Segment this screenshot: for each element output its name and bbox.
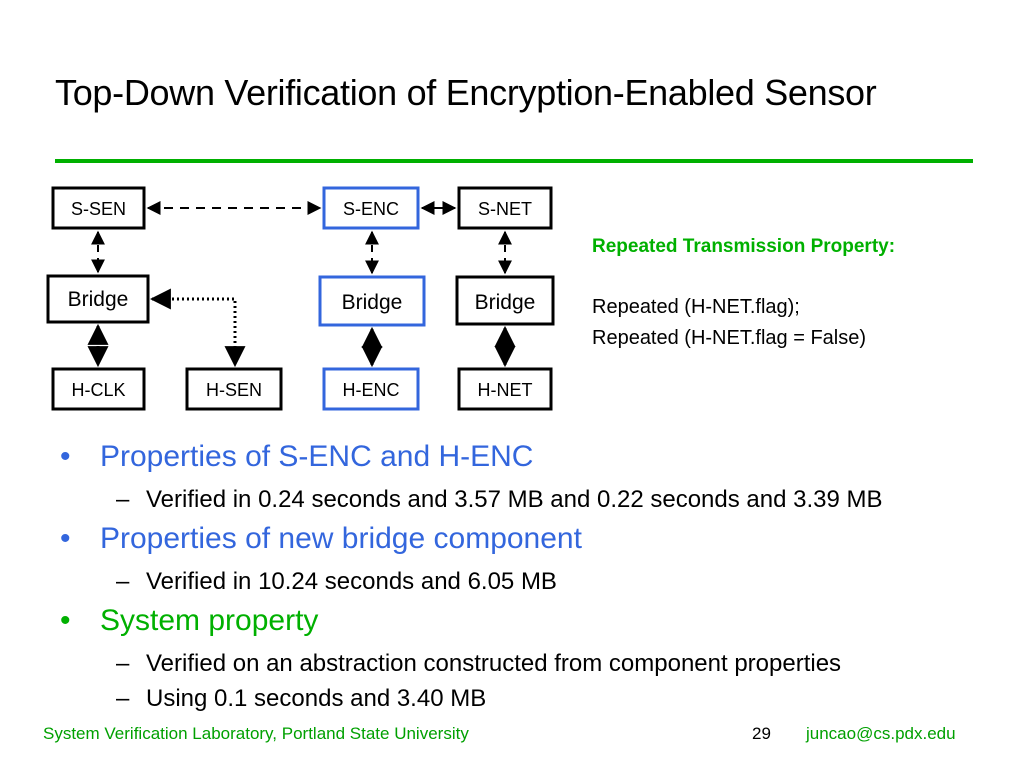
bullet-1-text: Properties of S-ENC and H-ENC: [100, 440, 534, 473]
footer-page-number: 29: [752, 724, 771, 743]
title-underline: [55, 159, 973, 163]
bullet-dot: •: [60, 604, 71, 637]
box-h-enc: H-ENC: [322, 367, 420, 411]
bullet-1-sub-1-text: Verified in 0.24 seconds and 3.57 MB and…: [146, 486, 883, 513]
box-bridge-net: Bridge: [455, 275, 555, 326]
bullet-3-sub-1-text: Verified on an abstraction constructed f…: [146, 650, 842, 677]
box-bridge-net-label: Bridge: [475, 291, 536, 314]
box-s-enc-label: S-ENC: [343, 199, 399, 219]
box-s-net: S-NET: [457, 186, 553, 230]
footer-email: juncao@cs.pdx.edu: [806, 724, 956, 743]
bullet-dot: •: [60, 440, 71, 473]
sub-dash: –: [116, 486, 130, 513]
box-bridge-sen-label: Bridge: [68, 288, 129, 311]
box-h-enc-label: H-ENC: [343, 380, 400, 400]
property-line-1: Repeated (H-NET.flag);: [592, 296, 800, 318]
box-h-clk: H-CLK: [51, 367, 146, 411]
box-bridge-sen: Bridge: [46, 274, 150, 324]
link-bridge-hsen: [149, 288, 246, 368]
box-bridge-enc-label: Bridge: [342, 291, 403, 314]
slide-title: Top-Down Verification of Encryption-Enab…: [55, 72, 877, 113]
box-s-sen-label: S-SEN: [71, 199, 126, 219]
box-s-enc: S-ENC: [322, 186, 420, 230]
box-h-sen-label: H-SEN: [206, 380, 262, 400]
box-s-net-label: S-NET: [478, 199, 532, 219]
bullet-dot: •: [60, 522, 71, 555]
architecture-diagram: S-SEN S-ENC S-NET Bridge Bridge Bridge H…: [46, 186, 555, 411]
footer-affiliation: System Verification Laboratory, Portland…: [43, 724, 469, 743]
bullet-3-text: System property: [100, 604, 319, 637]
bullet-2-text: Properties of new bridge component: [100, 522, 582, 555]
sub-dash: –: [116, 650, 130, 677]
sub-dash: –: [116, 685, 130, 712]
box-h-net: H-NET: [457, 367, 553, 411]
property-line-2: Repeated (H-NET.flag = False): [592, 327, 867, 349]
property-title: Repeated Transmission Property:: [592, 236, 896, 257]
bullet-3-sub-2-text: Using 0.1 seconds and 3.40 MB: [146, 685, 487, 712]
box-bridge-enc: Bridge: [318, 275, 426, 327]
box-h-net-label: H-NET: [478, 380, 533, 400]
sub-dash: –: [116, 568, 130, 595]
box-s-sen: S-SEN: [51, 186, 146, 230]
box-h-clk-label: H-CLK: [71, 380, 125, 400]
box-h-sen: H-SEN: [185, 367, 283, 411]
bullet-2-sub-1-text: Verified in 10.24 seconds and 6.05 MB: [146, 568, 557, 595]
